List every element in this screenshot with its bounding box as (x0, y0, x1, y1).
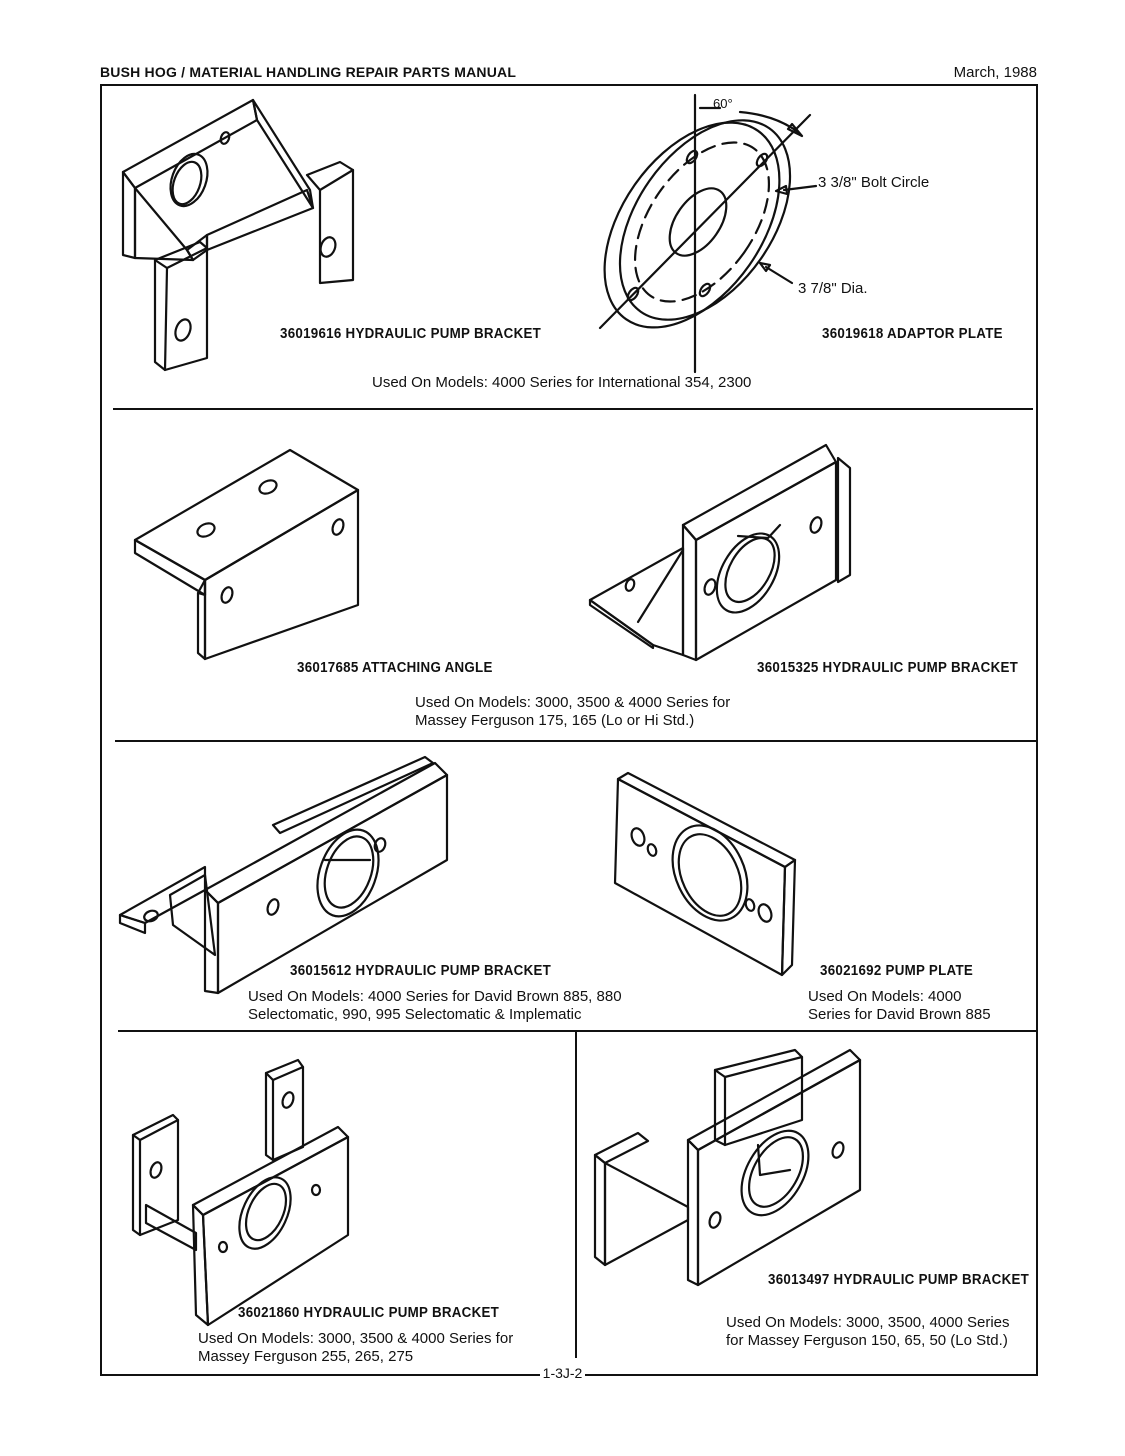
used-on-models: Used On Models: 4000 Series for David Br… (248, 988, 622, 1023)
pump-bracket-drawing (593, 1048, 862, 1287)
pump-plate-drawing (613, 771, 797, 977)
part-number: 36021860 HYDRAULIC PUMP BRACKET (238, 1305, 500, 1321)
part-number: 36019616 HYDRAULIC PUMP BRACKET (280, 326, 542, 342)
part-number: 36019618 ADAPTOR PLATE (822, 326, 1003, 342)
angle-annotation: 60° (713, 96, 733, 111)
page-number-wrap: 1-3J-2 (0, 1365, 1125, 1381)
section-divider (113, 408, 1033, 410)
part-number: 36017685 ATTACHING ANGLE (297, 660, 493, 676)
column-divider (575, 1032, 577, 1358)
used-on-models: Used On Models: 4000 Series for David Br… (808, 988, 991, 1023)
adaptor-plate-drawing (598, 93, 818, 374)
diameter-annotation: 3 7/8" Dia. (798, 280, 868, 297)
part-number: 36021692 PUMP PLATE (820, 963, 974, 979)
pump-bracket-drawing (118, 755, 449, 995)
page-number: 1-3J-2 (539, 1365, 586, 1381)
pump-bracket-drawing (121, 98, 355, 372)
manual-date: March, 1988 (953, 64, 1037, 81)
used-on-models: Used On Models: 3000, 3500 & 4000 Series… (415, 694, 731, 729)
manual-title: BUSH HOG / MATERIAL HANDLING REPAIR PART… (100, 64, 517, 80)
part-number: 36015325 HYDRAULIC PUMP BRACKET (757, 660, 1019, 676)
bolt-circle-annotation: 3 3/8" Bolt Circle (818, 174, 930, 191)
used-on-models: Used On Models: 4000 Series for Internat… (372, 374, 752, 391)
section-divider (118, 1030, 1038, 1032)
part-number: 36013497 HYDRAULIC PUMP BRACKET (768, 1272, 1030, 1288)
part-number: 36015612 HYDRAULIC PUMP BRACKET (290, 963, 552, 979)
used-on-models: Used On Models: 3000, 3500, 4000 Series … (726, 1314, 1010, 1349)
used-on-models: Used On Models: 3000, 3500 & 4000 Series… (198, 1330, 514, 1365)
page-frame (100, 84, 1038, 1374)
attaching-angle-drawing (133, 448, 360, 661)
pump-bracket-drawing (131, 1058, 350, 1327)
pump-bracket-drawing (588, 443, 852, 662)
section-divider (115, 740, 1037, 742)
